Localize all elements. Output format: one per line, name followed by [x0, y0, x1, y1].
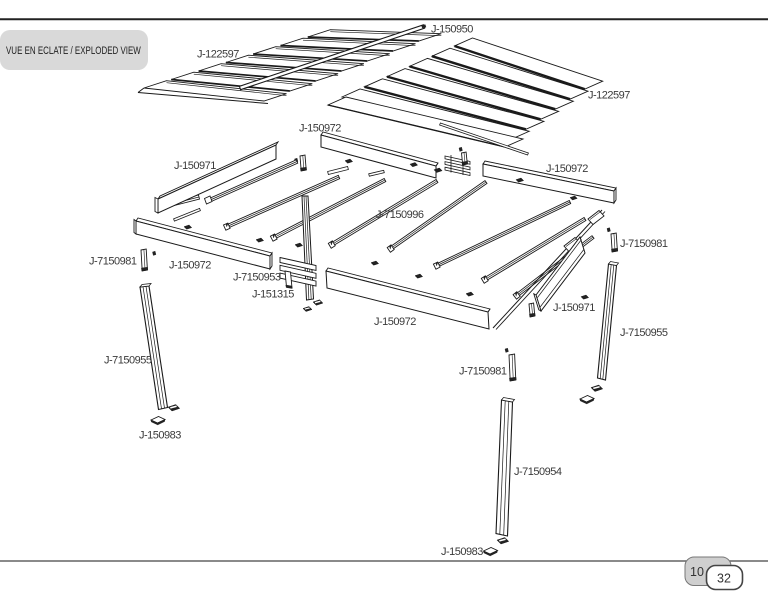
- svg-text:J-150972: J-150972: [374, 316, 416, 328]
- svg-text:J-122597: J-122597: [197, 49, 239, 61]
- svg-text:J-7150996: J-7150996: [376, 209, 424, 221]
- svg-text:10: 10: [690, 565, 704, 579]
- svg-text:32: 32: [717, 572, 731, 586]
- svg-text:J-150972: J-150972: [169, 259, 211, 271]
- svg-text:J-7150954: J-7150954: [514, 466, 562, 478]
- svg-text:J-7150981: J-7150981: [459, 366, 507, 378]
- svg-text:J-7150955: J-7150955: [104, 355, 152, 367]
- svg-text:J-7150981: J-7150981: [89, 256, 137, 268]
- svg-text:J-7150981: J-7150981: [620, 238, 668, 250]
- svg-text:J-7150955: J-7150955: [620, 327, 668, 339]
- svg-text:J-150983: J-150983: [441, 546, 483, 558]
- svg-text:J-150972: J-150972: [299, 123, 341, 135]
- svg-text:J-122597: J-122597: [588, 90, 630, 102]
- svg-text:VUE EN ECLATE / EXPLODED VIEW: VUE EN ECLATE / EXPLODED VIEW: [6, 45, 142, 58]
- svg-text:J-151315: J-151315: [252, 289, 294, 301]
- svg-text:J-150971: J-150971: [174, 160, 216, 172]
- svg-text:J-150971: J-150971: [553, 302, 595, 314]
- svg-text:J-150972: J-150972: [546, 163, 588, 175]
- svg-text:J-150983: J-150983: [139, 430, 181, 442]
- svg-text:J-150950: J-150950: [431, 24, 473, 36]
- svg-text:J-7150953: J-7150953: [233, 272, 281, 284]
